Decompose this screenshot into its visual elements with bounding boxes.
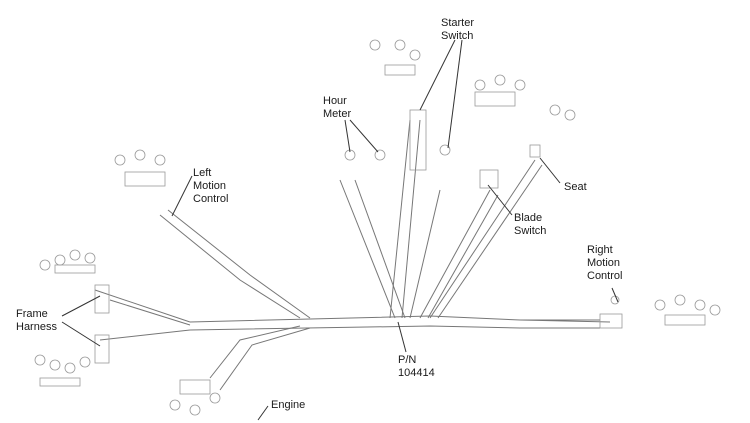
label-line: Switch: [514, 225, 547, 237]
hour-leader: [344, 119, 351, 153]
mid-branch: [409, 189, 441, 319]
pn-leader: [397, 321, 407, 353]
main-trunk: [189, 315, 600, 323]
main-trunk-lower: [189, 325, 600, 331]
label-line: Meter: [323, 108, 352, 120]
label-line: Harness: [16, 321, 57, 333]
label-line: Hour: [323, 95, 347, 107]
hour-leader-2: [349, 119, 379, 153]
label-line: Seat: [564, 181, 587, 193]
right-branch: [519, 319, 611, 323]
frame-branch-upper: [94, 289, 191, 323]
seat-branch: [429, 159, 536, 319]
label-line: Starter: [441, 17, 475, 29]
left-motion-branch: [159, 214, 301, 319]
label-line: Left: [193, 167, 212, 179]
label-blade-switch: Blade Switch: [514, 212, 546, 238]
engine-branch-2: [219, 327, 311, 391]
left-motion-leader: [171, 175, 193, 217]
label-line: 104414: [398, 367, 435, 379]
engine-leader: [257, 405, 269, 421]
right-motion-leader: [611, 287, 619, 303]
starter-branch: [389, 119, 411, 319]
label-line: Engine: [271, 399, 306, 411]
frame-leader: [61, 295, 101, 317]
seat-branch-2: [437, 164, 543, 319]
label-line: P/N: [398, 354, 417, 366]
label-line: Control: [193, 193, 229, 205]
label-seat: Seat: [564, 181, 587, 194]
label-line: Motion: [193, 180, 227, 192]
seat-leader: [539, 157, 561, 184]
label-hour-meter: Hour Meter: [323, 95, 351, 121]
hour-meter-branch-2: [354, 179, 406, 319]
frame-leader-2: [61, 321, 101, 347]
label-line: Blade: [514, 212, 543, 224]
label-left-motion-control: Left Motion Control: [193, 167, 228, 206]
frame-branch-lower: [99, 329, 191, 341]
engine-branch: [209, 325, 301, 379]
hour-meter-branch: [339, 179, 396, 319]
frame-branch-mid: [109, 299, 191, 326]
starter-leader: [419, 39, 456, 111]
blade-branch-2: [427, 194, 499, 319]
blade-branch: [419, 189, 491, 319]
label-line: Frame: [16, 308, 48, 320]
label-line: Right: [587, 244, 613, 256]
label-starter-switch: Starter Switch: [441, 17, 474, 43]
starter-leader-2: [447, 39, 463, 149]
starter-branch-2: [401, 119, 421, 319]
left-motion-branch-2: [167, 209, 311, 319]
label-right-motion-control: Right Motion Control: [587, 244, 622, 283]
label-line: Control: [587, 270, 623, 282]
label-frame-harness: Frame Harness: [16, 308, 57, 334]
label-line: Motion: [587, 257, 621, 269]
label-part-number: P/N 104414: [398, 354, 435, 380]
blade-leader: [487, 184, 513, 216]
label-line: Switch: [441, 30, 474, 42]
label-engine: Engine: [271, 399, 305, 412]
